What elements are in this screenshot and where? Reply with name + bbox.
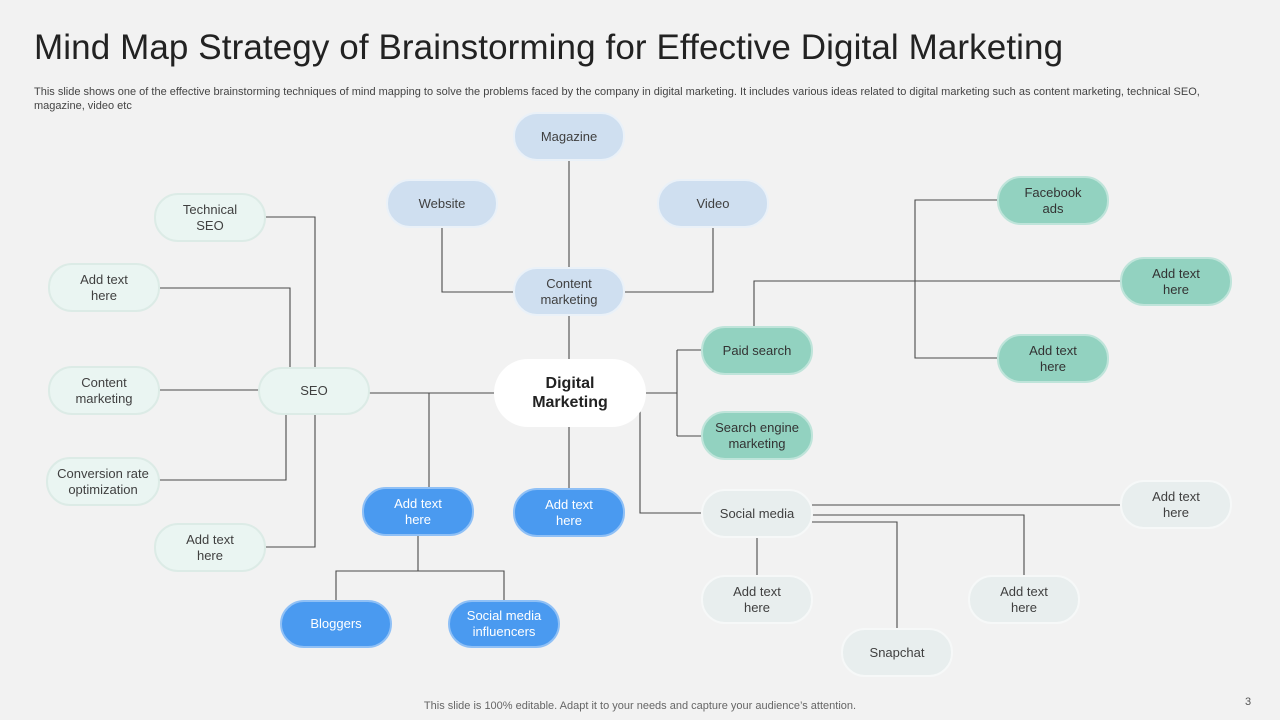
link-conversion	[158, 414, 287, 481]
link-influencers	[418, 570, 505, 601]
node-social-media-influencers: Social media influencers	[448, 600, 560, 648]
link-bloggers	[335, 535, 419, 601]
node-add-text-paid-right: Add text here	[1120, 257, 1232, 306]
link-video	[624, 227, 714, 293]
node-add-text-seo-2: Add text here	[154, 523, 266, 572]
node-add-text-seo-1: Add text here	[48, 263, 160, 312]
node-video: Video	[657, 179, 769, 228]
node-add-text-lower-left: Add text here	[362, 487, 474, 536]
node-bloggers: Bloggers	[280, 600, 392, 648]
node-paid-search: Paid search	[701, 326, 813, 375]
link-snapchat	[812, 521, 898, 629]
slide-subtitle: This slide shows one of the effective br…	[34, 86, 1200, 112]
node-add-text-lower-center: Add text here	[513, 488, 625, 537]
node-technical-seo: Technical SEO	[154, 193, 266, 242]
node-add-text-paid-mid: Add text here	[997, 334, 1109, 383]
link-technical-seo	[265, 216, 316, 368]
link-paid-to-right	[753, 280, 1122, 327]
node-magazine: Magazine	[513, 112, 625, 161]
link-social	[639, 410, 703, 514]
node-snapchat: Snapchat	[841, 628, 953, 677]
node-search-engine-marketing: Search engine marketing	[701, 411, 813, 460]
link-website	[441, 227, 515, 293]
node-add-text-social-far-right: Add text here	[1120, 480, 1232, 529]
node-digital-marketing: Digital Marketing	[494, 359, 646, 427]
link-add-text-2	[265, 414, 316, 548]
node-content-marketing-seo: Content marketing	[48, 366, 160, 415]
link-facebook	[914, 199, 999, 359]
node-seo: SEO	[258, 367, 370, 415]
page-number: 3	[1245, 696, 1252, 708]
slide-footer: This slide is 100% editable. Adapt it to…	[423, 700, 857, 712]
node-add-text-social-right-below: Add text here	[968, 575, 1080, 624]
node-add-text-social-below: Add text here	[701, 575, 813, 624]
link-social-right-below	[812, 514, 1025, 576]
node-website: Website	[386, 179, 498, 228]
link-add-text-1	[160, 287, 291, 368]
node-conversion-rate: Conversion rate optimization	[46, 457, 160, 506]
node-social-media: Social media	[701, 489, 813, 538]
slide-title: Mind Map Strategy of Brainstorming for E…	[34, 28, 1064, 67]
node-facebook-ads: Facebook ads	[997, 176, 1109, 225]
node-content-marketing: Content marketing	[513, 267, 625, 316]
